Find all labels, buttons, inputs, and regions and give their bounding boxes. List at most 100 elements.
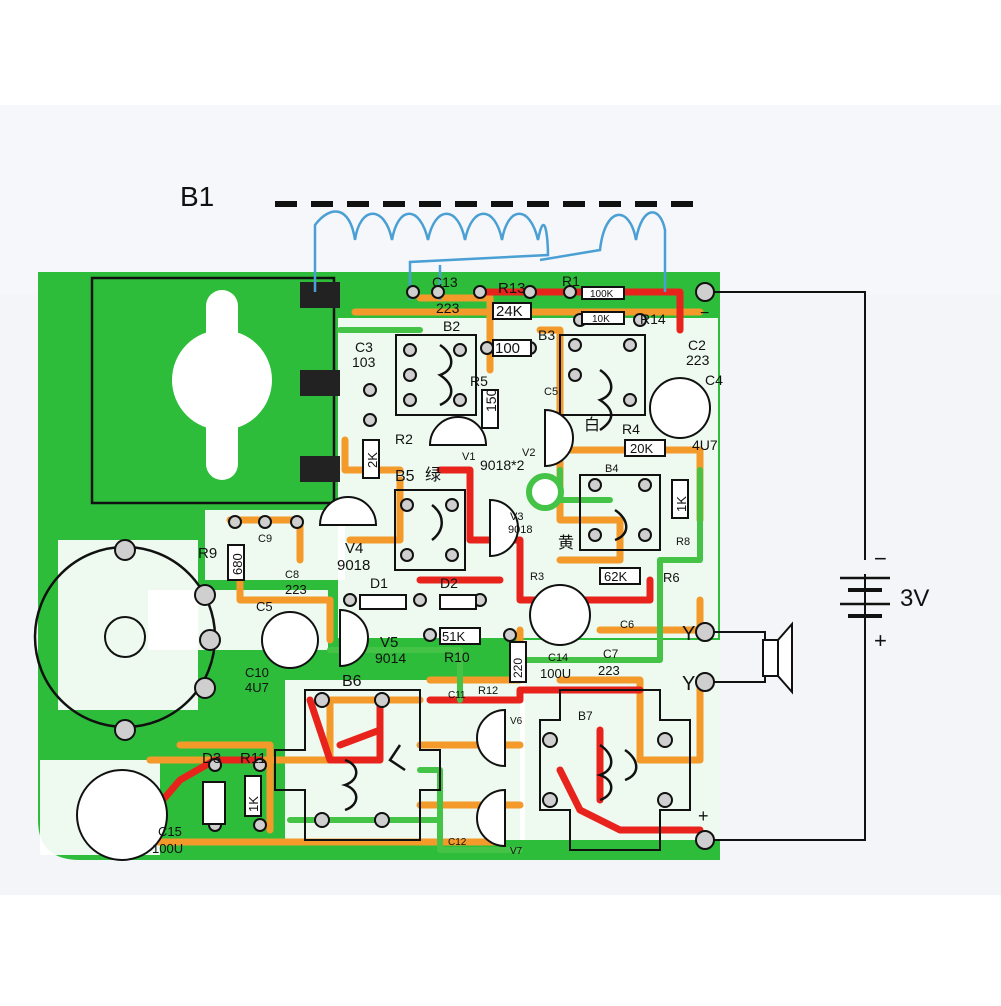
value-r2: 2K — [365, 452, 380, 468]
label-c7: C7 — [603, 647, 619, 661]
value-c7: 223 — [598, 663, 620, 678]
label-v6: V6 — [510, 716, 523, 727]
b1-label: B1 — [180, 181, 214, 212]
label-c14: C14 — [548, 652, 568, 664]
label-r4: R4 — [622, 421, 640, 437]
label-r9: R9 — [198, 545, 217, 562]
mounting-hole — [526, 473, 564, 511]
value-c9: C5 — [256, 599, 273, 614]
value-r1: 100K — [590, 289, 614, 300]
label-r5: R5 — [470, 373, 488, 389]
electrolytic-capacitors — [76, 377, 711, 861]
battery-voltage: 3V — [900, 585, 929, 612]
value-r6: 62K — [604, 569, 627, 584]
value-v3: 9018 — [508, 524, 532, 536]
label-v4: V4 — [345, 540, 363, 557]
label-c11: C11 — [448, 690, 466, 701]
transformer-coils — [341, 343, 638, 812]
volume-dial-pads — [114, 539, 221, 741]
battery-minus: − — [874, 546, 887, 571]
value-r13: 24K — [496, 303, 523, 320]
value-c15: 100U — [152, 841, 183, 856]
speaker-terminal-y1: Y — [682, 623, 695, 645]
label-c9: C9 — [258, 533, 272, 545]
cutout-dial — [58, 540, 198, 710]
tuning-slot — [206, 290, 238, 480]
label-r13: R13 — [498, 280, 526, 297]
label-d1: D1 — [370, 575, 388, 591]
red-traces — [146, 288, 704, 834]
mark-yellow: 黄 — [558, 534, 574, 552]
value-c13: 223 — [436, 300, 460, 316]
label-r12: R12 — [478, 685, 498, 697]
board-minus-mark: − — [700, 305, 709, 322]
label-v7: V7 — [510, 846, 523, 857]
label-v3: V3 — [510, 511, 523, 523]
value-r10: 51K — [442, 629, 465, 644]
value-v1: 9018*2 — [480, 457, 525, 473]
label-c6: C6 — [620, 619, 634, 631]
label-b4: B4 — [605, 463, 618, 475]
battery-symbol — [840, 576, 890, 618]
label-v2: V2 — [522, 447, 535, 459]
battery-plus: + — [874, 628, 887, 653]
label-v1: V1 — [462, 451, 475, 463]
label-c12: C12 — [448, 837, 467, 848]
label-r1: R1 — [562, 273, 580, 289]
label-b5: B5 — [395, 468, 415, 485]
component-labels: C13 223 R13 24K R1 100K 10K R14 C3 103 B… — [152, 273, 723, 857]
mark-green: 绿 — [425, 466, 441, 484]
tuning-pad-mid — [300, 370, 340, 396]
label-c4: C4 — [705, 372, 723, 388]
label-r3: R3 — [530, 571, 544, 583]
value-r-100: 100 — [495, 340, 520, 357]
value-v5: 9014 — [375, 650, 406, 666]
value-c3: 103 — [352, 354, 376, 370]
pads — [88, 285, 673, 832]
resistors — [202, 286, 689, 825]
board-terminals — [695, 282, 715, 850]
label-c2: C2 — [688, 337, 706, 353]
value-r14: 10K — [592, 314, 610, 325]
tuning-pad-bot — [300, 456, 340, 482]
label-c13: C13 — [432, 274, 458, 290]
label-d3: D3 — [202, 750, 221, 767]
value-c4: 4U7 — [692, 437, 718, 453]
label-r10: R10 — [444, 649, 470, 665]
label-r6: R6 — [663, 570, 680, 585]
value-r9: 680 — [230, 553, 245, 575]
speaker-terminal-y2: Y — [682, 673, 695, 695]
transformer-outlines — [274, 334, 691, 851]
tuning-pad-top — [300, 282, 340, 308]
value-r11: 1K — [246, 796, 261, 812]
value-r5: 150 — [483, 388, 499, 412]
label-b6: B6 — [342, 673, 362, 690]
value-r-220: 220 — [511, 658, 525, 678]
value-r8: 1K — [674, 496, 689, 512]
battery-gap-top — [852, 560, 878, 574]
label-b3: B3 — [538, 327, 555, 343]
label-c8: C8 — [285, 569, 299, 581]
value-c14: 100U — [540, 666, 571, 681]
label-c5: C5 — [544, 386, 558, 398]
label-r14: R14 — [640, 311, 666, 327]
label-r2: R2 — [395, 431, 413, 447]
label-b2: B2 — [443, 318, 460, 334]
value-c8: 223 — [285, 582, 307, 597]
speaker-icon — [762, 621, 793, 695]
value-c2: 223 — [686, 352, 710, 368]
value-c10: 4U7 — [245, 680, 269, 695]
volume-dial-center — [104, 616, 146, 658]
paper-top — [0, 105, 1001, 295]
label-v5: V5 — [380, 634, 398, 651]
chinese-marks: 绿 黄 白 — [425, 416, 600, 552]
label-d2: D2 — [440, 575, 458, 591]
label-c15: C15 — [158, 824, 182, 839]
value-r4: 20K — [630, 441, 653, 456]
mark-white: 白 — [584, 416, 600, 434]
transistors — [318, 408, 574, 848]
label-c3: C3 — [355, 339, 373, 355]
value-v4: 9018 — [337, 557, 370, 574]
